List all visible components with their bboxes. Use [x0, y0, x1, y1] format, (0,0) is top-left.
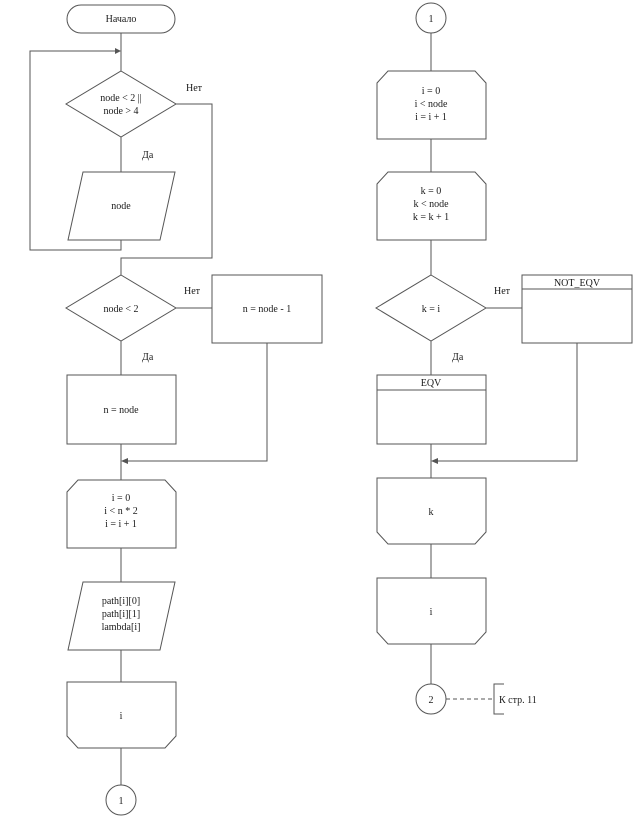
condition-node-range — [65, 70, 177, 138]
loop-end-i-right — [376, 577, 487, 645]
loop-end-i-label: i — [120, 711, 123, 722]
loop-start-i-right-line1: i = 0 — [422, 86, 440, 97]
loop-end-k — [376, 477, 487, 545]
cond2-no-label: Нет — [184, 286, 201, 297]
loop-start-i-line3: i = i + 1 — [105, 519, 137, 530]
cond2-yes-label: Да — [142, 352, 154, 363]
loop-start-k — [376, 171, 487, 241]
merge-line-right — [437, 343, 578, 462]
connector-1-in-label: 1 — [429, 14, 434, 25]
condition-node-range-line2: node > 4 — [103, 106, 138, 117]
loop-end-k-label: k — [429, 507, 434, 518]
loop-start-i-right-line3: i = i + 1 — [415, 112, 447, 123]
loop-start-i-line1: i = 0 — [112, 493, 130, 504]
process-n-equals-node-label: n = node — [103, 405, 139, 416]
subprocess-not-eqv — [521, 274, 633, 344]
input-path-lambda — [67, 581, 176, 651]
condition-node-lt2-label: node < 2 — [103, 304, 138, 315]
loop-start-k-line1: k = 0 — [421, 186, 442, 197]
loop-start-k-line2: k < node — [413, 199, 449, 210]
arrowhead — [115, 48, 121, 54]
start-label: Начало — [106, 14, 137, 25]
merge-line — [127, 343, 268, 462]
cond1-no-label: Нет — [186, 83, 203, 94]
input-path-line1: path[i][0] — [102, 596, 140, 607]
loop-end-i-right-label: i — [430, 607, 433, 618]
condition-node-range-line1: node < 2 || — [100, 93, 142, 104]
comment-bracket — [493, 683, 504, 715]
loop-start-i-right-line2: i < node — [415, 99, 448, 110]
loop-start-i-right — [376, 70, 487, 140]
loop-start-k-line3: k = k + 1 — [413, 212, 449, 223]
loop-end-i — [66, 681, 177, 749]
loop-start-i-line2: i < n * 2 — [104, 506, 137, 517]
process-n-minus-one-label: n = node - 1 — [243, 304, 291, 315]
subprocess-eqv-label: EQV — [421, 378, 442, 389]
cond1-yes-label: Да — [142, 150, 154, 161]
page-reference-label: К стр. 11 — [499, 695, 537, 706]
cond1-no-line — [120, 103, 213, 275]
connector-1-out-label: 1 — [119, 796, 124, 807]
cond-ki-yes-label: Да — [452, 352, 464, 363]
condition-k-equals-i-label: k = i — [422, 304, 441, 315]
arrowhead — [121, 458, 128, 464]
arrowhead — [431, 458, 438, 464]
subprocess-eqv — [376, 374, 487, 445]
loop-back-line — [29, 50, 122, 251]
input-node — [67, 171, 176, 241]
loop-start-i — [66, 479, 177, 549]
subprocess-not-eqv-label: NOT_EQV — [554, 278, 601, 289]
cond-ki-no-label: Нет — [494, 286, 511, 297]
connector-2-out-label: 2 — [429, 695, 434, 706]
input-path-line2: path[i][1] — [102, 609, 140, 620]
input-node-label: node — [111, 201, 131, 212]
input-path-line3: lambda[i] — [102, 622, 141, 633]
connector-1-out — [105, 784, 137, 816]
